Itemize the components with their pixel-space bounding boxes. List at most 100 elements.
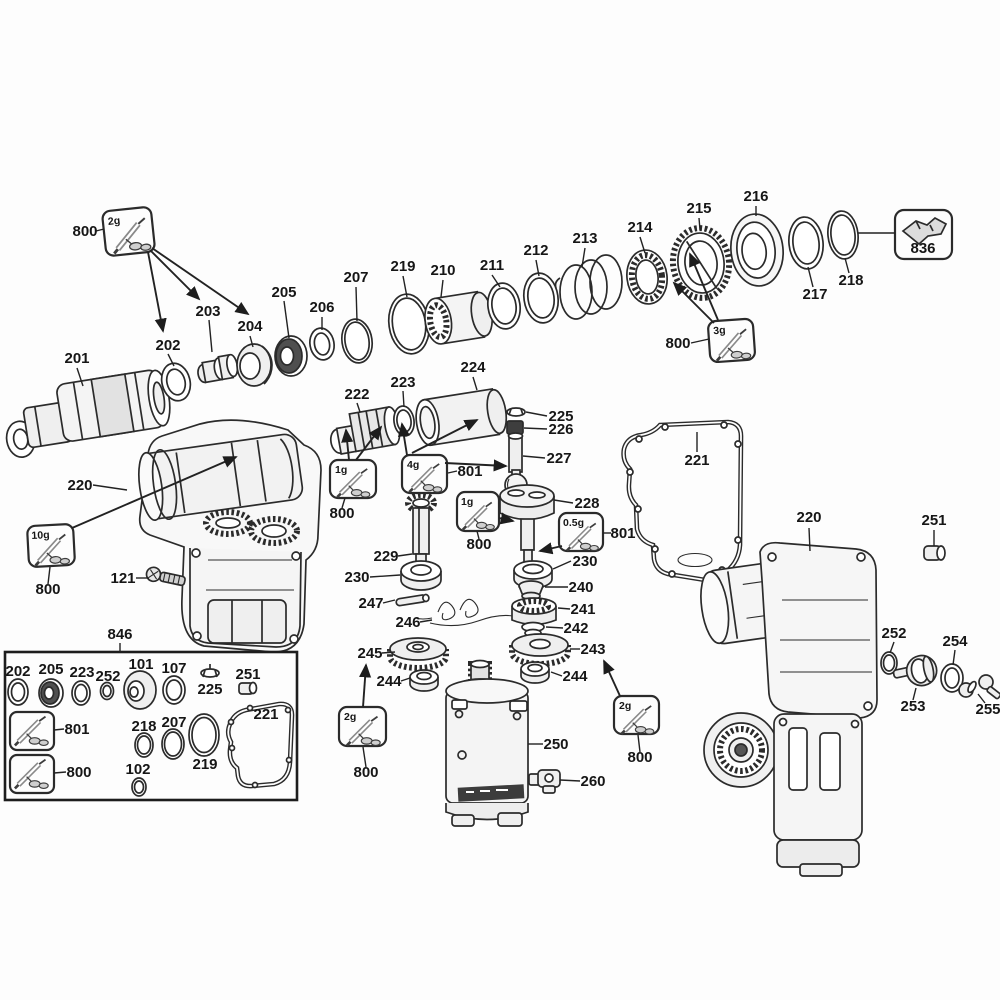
leader-lines — [47, 206, 986, 782]
kit-label-223: 223 — [69, 664, 94, 681]
part-label-800-1g-right: 800 — [466, 536, 491, 553]
grease-qty-label: 2g — [107, 215, 120, 228]
part-217-ring — [788, 216, 824, 270]
part-260-connector — [528, 769, 561, 794]
part-label-223: 223 — [390, 374, 415, 391]
kit-label-225: 225 — [197, 681, 222, 698]
part-121-screw — [145, 566, 186, 587]
part-255-screws — [958, 674, 1000, 700]
part-label-211: 211 — [480, 257, 504, 274]
part-label-121: 121 — [110, 570, 135, 587]
part-label-219: 219 — [390, 258, 415, 275]
part-label-213: 213 — [572, 230, 597, 247]
part-label-800-2g-br: 800 — [627, 749, 652, 766]
part-216-bearing — [730, 213, 784, 287]
part-207-oring — [340, 318, 374, 364]
part-label-801-4g: 801 — [457, 463, 482, 480]
part-label-251-right: 251 — [921, 512, 946, 529]
part-label-800-top-left: 800 — [72, 223, 97, 240]
part-label-245: 245 — [357, 645, 382, 662]
part-label-260: 260 — [580, 773, 605, 790]
grease-qty-label: 1g — [335, 464, 347, 476]
part-225-clip — [506, 407, 526, 417]
part-label-227: 227 — [546, 450, 571, 467]
part-label-201: 201 — [64, 350, 89, 367]
grease-qty-label: 1g — [461, 496, 473, 508]
kit-label-800: 800 — [66, 764, 91, 781]
part-205-bearing — [274, 335, 308, 377]
part-218-oring — [827, 210, 859, 260]
part-label-801-05g: 801 — [610, 525, 635, 542]
part-244-bearing-right — [520, 661, 550, 684]
part-247-pin — [395, 593, 430, 607]
part-label-210: 210 — [430, 262, 455, 279]
part-label-254: 254 — [942, 633, 968, 650]
part-label-207: 207 — [343, 269, 368, 286]
part-201-barrel — [5, 369, 171, 458]
part-label-244-right: 244 — [562, 668, 588, 685]
kit-box-846 — [3, 650, 299, 802]
grease-box-10g: 10g — [26, 523, 76, 567]
part-label-204: 204 — [237, 318, 263, 335]
grease-qty-label: 0.5g — [563, 517, 584, 529]
kit-label-205: 205 — [38, 661, 63, 678]
part-215-ring-gear — [669, 225, 733, 301]
part-253-selector — [892, 654, 938, 687]
part-229-pinion-shaft — [405, 492, 437, 569]
part-252-oring — [880, 651, 898, 675]
grease-qty-label: 4g — [407, 459, 419, 471]
part-230-bearing-left — [400, 560, 442, 591]
callout-box-836 — [893, 208, 954, 261]
part-243-gear — [509, 633, 571, 667]
part-label-253: 253 — [900, 698, 925, 715]
part-label-230-right: 230 — [572, 553, 597, 570]
part-label-216: 216 — [743, 188, 768, 205]
part-212-ring — [522, 272, 560, 324]
kit-label-252: 252 — [95, 668, 120, 685]
grease-box-2g-bottom-left: 2g — [337, 705, 388, 746]
part-label-226: 226 — [548, 421, 573, 438]
part-label-220-left: 220 — [67, 477, 92, 494]
part-label-218: 218 — [838, 272, 863, 289]
part-254-ring — [940, 663, 964, 693]
part-label-250: 250 — [543, 736, 568, 753]
kit-label-801: 801 — [64, 721, 89, 738]
part-label-228: 228 — [574, 495, 599, 512]
part-240-hub — [518, 580, 544, 601]
kit-label-107: 107 — [161, 660, 186, 677]
kit-label-202: 202 — [5, 663, 30, 680]
part-label-846: 846 — [107, 626, 132, 643]
grease-qty-label: 2g — [344, 711, 356, 723]
part-label-241: 241 — [570, 601, 595, 618]
grease-qty-label: 10g — [31, 529, 50, 542]
part-label-220-right: 220 — [796, 509, 821, 526]
part-label-217: 217 — [802, 286, 827, 303]
part-label-243: 243 — [580, 641, 605, 658]
part-228-crank — [499, 484, 555, 572]
part-label-800-1g-left: 800 — [329, 505, 354, 522]
part-label-230-left: 230 — [344, 569, 369, 586]
grease-box-05g: 0.5g — [557, 511, 605, 551]
part-label-800-3g: 800 — [665, 335, 690, 352]
part-204-bushing — [236, 343, 273, 387]
part-number-labels: 800 201 202 203 204 205 206 207 219 210 … — [5, 188, 1000, 790]
grease-box-1g-left: 1g — [328, 458, 378, 498]
part-245-gear — [387, 637, 449, 671]
part-label-205: 205 — [271, 284, 296, 301]
grease-box-2g-top: 2g — [101, 206, 156, 257]
kit-label-219: 219 — [192, 756, 217, 773]
kit-label-207: 207 — [161, 714, 186, 731]
part-label-224: 224 — [460, 359, 486, 376]
part-label-252-right: 252 — [881, 625, 906, 642]
part-label-240: 240 — [568, 579, 593, 596]
grease-box-3g: 3g — [707, 317, 756, 362]
grease-qty-label: 3g — [713, 324, 726, 337]
part-202-washer — [160, 362, 192, 402]
part-label-800-10g: 800 — [35, 581, 60, 598]
part-224-cylinder — [415, 387, 508, 447]
part-label-800-2g-bl: 800 — [353, 764, 378, 781]
part-221-gasket — [621, 419, 744, 582]
part-label-255: 255 — [975, 701, 1000, 718]
part-203-spindle — [197, 353, 239, 384]
